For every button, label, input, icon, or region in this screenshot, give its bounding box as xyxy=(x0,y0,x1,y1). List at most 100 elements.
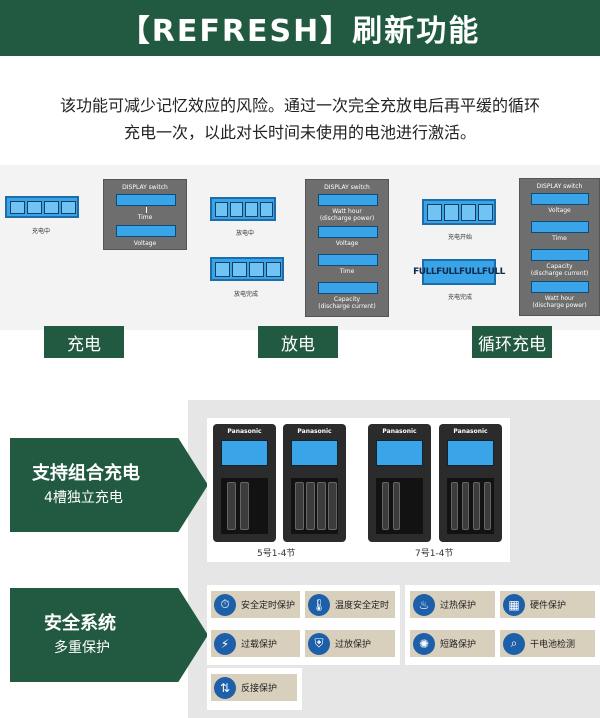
battery xyxy=(328,482,337,530)
intro-line-2: 充电一次，以此对长时间未使用的电池进行激活。 xyxy=(123,123,476,142)
cycle-lcd-1-caption: 充电开始 xyxy=(448,234,473,241)
tag-charge-label: 充电 xyxy=(67,334,101,355)
discharge-display-label-3: Time xyxy=(339,268,355,275)
feature-item: ⌕ 干电池检测 xyxy=(500,630,595,657)
discharge-display-screen-3 xyxy=(318,254,378,266)
battery xyxy=(295,482,304,530)
discharge-lcd-2-caption: 放电完成 xyxy=(234,291,259,298)
charge-display-arrow xyxy=(146,207,147,213)
charge-display-header: DISPLAY switch xyxy=(122,184,168,191)
feature-item: ⛨ 过放保护 xyxy=(305,630,395,657)
discharge-display-screen-1 xyxy=(318,194,378,206)
cycle-display-screen-2 xyxy=(531,221,589,233)
charge-display-screen-1 xyxy=(116,194,176,206)
charge-lcd xyxy=(5,196,79,218)
chip-icon: ▦ xyxy=(503,593,525,616)
cycle-lcd-1 xyxy=(422,199,496,225)
feature-item: ⚡ 过载保护 xyxy=(211,630,300,657)
battery xyxy=(473,482,480,530)
charger-brand: Panasonic xyxy=(382,428,417,435)
charger-aa-2: Panasonic xyxy=(213,424,276,542)
discharge-lcd-1-caption: 放电中 xyxy=(236,230,255,237)
battery-check-icon: ⌕ xyxy=(503,632,525,655)
feature-label: 过载保护 xyxy=(241,640,278,650)
feature-label: 干电池检测 xyxy=(530,640,576,650)
cycle-display-label-1: Voltage xyxy=(548,207,571,214)
discharge-display-label-4: Capacity (discharge current) xyxy=(318,296,376,310)
charge-lcd-caption: 充电中 xyxy=(32,228,51,235)
feature-label: 安全定时保护 xyxy=(241,601,296,611)
charger-brand: Panasonic xyxy=(297,428,332,435)
feature-item: ⏱ 安全定时保护 xyxy=(211,591,300,618)
tag-discharge: 放电 xyxy=(258,326,338,358)
discharge-display-label-1: Watt hour (discharge power) xyxy=(319,208,375,222)
discharge-display-header: DISPLAY switch xyxy=(324,184,370,191)
charge-display-label-2: Voltage xyxy=(133,240,157,247)
discharge-display-screen-2 xyxy=(318,226,378,238)
battery xyxy=(227,482,236,530)
timer-icon: ⏱ xyxy=(214,593,236,616)
battery xyxy=(317,482,326,530)
charger-aa-4: Panasonic xyxy=(283,424,346,542)
heat-icon: ♨ xyxy=(413,593,435,616)
intro-text: 该功能可减少记忆效应的风险。通过一次完全充放电后再平缓的循环 充电一次，以此对长… xyxy=(0,92,600,146)
discharge-display-box: DISPLAY switch Watt hour (discharge powe… xyxy=(305,179,389,317)
cycle-lcd-full-text: FULLFULLFULLFULL xyxy=(413,267,505,277)
cycle-display-box: DISPLAY switch Voltage Time Capacity (di… xyxy=(519,178,600,316)
feature-item: ▦ 硬件保护 xyxy=(500,591,595,618)
discharge-display-screen-4 xyxy=(318,282,378,294)
discharge-display-label-2: Voltage xyxy=(335,240,359,247)
banner-title: 【REFRESH】刷新功能 xyxy=(119,14,481,49)
charger-aaa-4: Panasonic xyxy=(439,424,502,542)
feature-label: 温度安全定时 xyxy=(335,601,390,611)
feature-item: ♨ 过热保护 xyxy=(410,591,495,618)
cycle-display-screen-1 xyxy=(531,193,589,205)
combo-charge-arrow: 支持组合充电 4槽独立充电 xyxy=(10,438,208,532)
cycle-lcd-2-caption: 充电完成 xyxy=(448,294,473,301)
charger-aaa-2: Panasonic xyxy=(368,424,431,542)
caption-aaa: 7号1-4节 xyxy=(415,549,454,559)
charge-display-label-1: Time xyxy=(137,214,153,221)
feature-label: 反接保护 xyxy=(241,684,278,694)
cycle-display-screen-3 xyxy=(531,249,589,261)
charger-screen xyxy=(221,440,268,466)
battery xyxy=(451,482,458,530)
feature-item: ⇅ 反接保护 xyxy=(211,674,297,701)
intro-line-1: 该功能可减少记忆效应的风险。通过一次完全充放电后再平缓的循环 xyxy=(59,96,540,115)
cycle-display-label-4: Watt hour (discharge power) xyxy=(532,295,587,309)
short-circuit-icon: ✺ xyxy=(413,632,435,655)
safety-title: 安全系统 xyxy=(44,613,116,634)
battery xyxy=(382,482,389,530)
charger-screen xyxy=(447,440,494,466)
battery xyxy=(393,482,400,530)
battery xyxy=(306,482,315,530)
discharge-lcd-2 xyxy=(210,257,284,281)
cycle-display-label-2: Time xyxy=(552,235,567,242)
charger-brand: Panasonic xyxy=(453,428,488,435)
tag-discharge-label: 放电 xyxy=(281,334,315,355)
discharge-lcd-1 xyxy=(210,197,276,221)
cycle-lcd-2: FULLFULLFULLFULL xyxy=(413,259,505,285)
combo-subtitle: 4槽独立充电 xyxy=(44,490,123,506)
feature-item: 🌡 温度安全定时 xyxy=(305,591,395,618)
thermometer-icon: 🌡 xyxy=(308,593,330,616)
tag-cycle: 循环充电 xyxy=(472,326,552,358)
feature-label: 短路保护 xyxy=(440,640,477,650)
feature-item: ✺ 短路保护 xyxy=(410,630,495,657)
charger-screen xyxy=(291,440,338,466)
cycle-display-label-3: Capacity (discharge current) xyxy=(530,263,589,277)
caption-aa: 5号1-4节 xyxy=(257,549,296,559)
charge-display-screen-2 xyxy=(116,225,176,237)
reverse-icon: ⇅ xyxy=(214,676,236,699)
cycle-display-screen-4 xyxy=(531,281,589,293)
battery xyxy=(240,482,249,530)
page-banner: 【REFRESH】刷新功能 xyxy=(0,0,600,56)
mode-band xyxy=(0,165,600,330)
combo-title: 支持组合充电 xyxy=(32,463,140,484)
safety-system-arrow: 安全系统 多重保护 xyxy=(10,588,208,682)
safety-subtitle: 多重保护 xyxy=(54,640,110,656)
tag-cycle-label: 循环充电 xyxy=(478,334,546,355)
charger-product-card: Panasonic Panasonic Panasonic Panasonic … xyxy=(207,418,510,562)
feature-label: 过放保护 xyxy=(335,640,372,650)
charger-brand: Panasonic xyxy=(227,428,262,435)
